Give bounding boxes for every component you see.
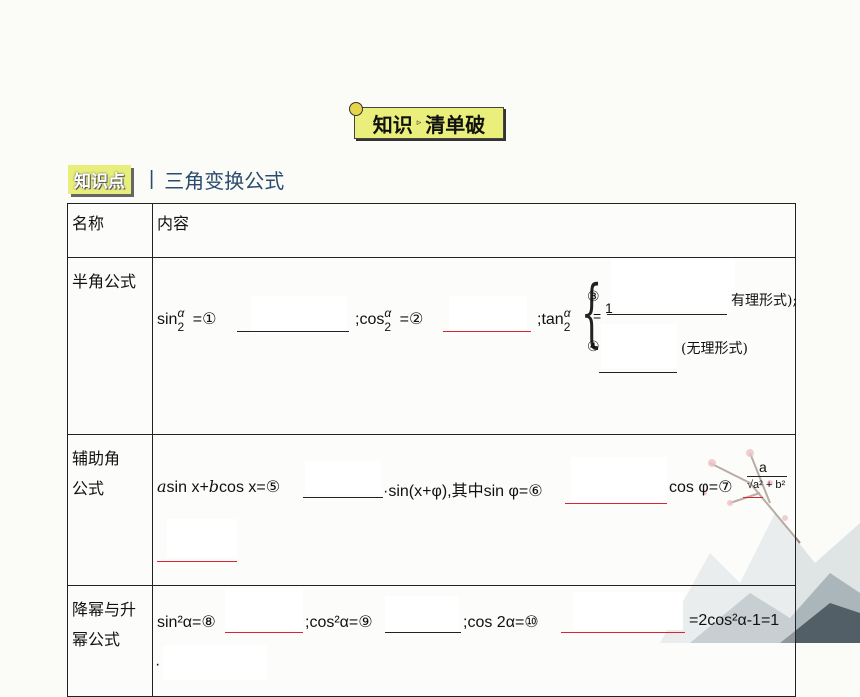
auxiliary-name: 辅助角 公式 bbox=[67, 434, 153, 586]
answer-blank-3[interactable] bbox=[611, 258, 735, 312]
power-content: sin²α=⑧ ;cos²α=⑨ ;cos 2α=⑩ =2cos²α-1=1 · bbox=[152, 585, 796, 697]
answer-blank-11[interactable] bbox=[163, 646, 267, 680]
cos-phi-text: cos φ=⑦ bbox=[669, 479, 733, 496]
irrational-form-note: (无理形式) bbox=[681, 341, 748, 357]
answer-blank-4[interactable] bbox=[601, 324, 677, 368]
power-name-line1: 降幂与升 bbox=[72, 602, 137, 619]
sin-text: sin bbox=[157, 311, 178, 329]
answer-blank-9[interactable] bbox=[385, 596, 459, 632]
badge-left-text: 知识 bbox=[372, 112, 413, 137]
answer-line-8 bbox=[225, 632, 303, 633]
frac-num: α bbox=[563, 306, 571, 320]
cos2a-text: ;cos 2α=⑩ bbox=[463, 614, 539, 631]
frac-7-bar bbox=[747, 476, 787, 477]
answer-line-7 bbox=[743, 497, 763, 498]
table-header-row: 名称 内容 bbox=[67, 203, 796, 258]
answer-line-2 bbox=[443, 331, 531, 332]
answer-blank-10[interactable] bbox=[573, 592, 683, 630]
badge-right-text: 清单破 bbox=[425, 112, 486, 137]
continuation-dot: · bbox=[155, 656, 161, 673]
power-name: 降幂与升 幂公式 bbox=[67, 585, 153, 697]
answer-line-3 bbox=[607, 314, 727, 315]
frac-den: 2 bbox=[384, 320, 392, 334]
section-title: 三角变换公式 bbox=[164, 168, 285, 193]
auxiliary-name-line1: 辅助角 bbox=[72, 451, 121, 468]
frac-7-num: a bbox=[759, 459, 767, 475]
knowledge-point-tag: 知识点 bbox=[68, 164, 131, 194]
answer-blank-8[interactable] bbox=[225, 588, 303, 630]
header-name: 名称 bbox=[67, 203, 153, 258]
frac-den: 2 bbox=[563, 320, 571, 334]
var-b: b bbox=[208, 477, 220, 496]
answer-blank-6[interactable] bbox=[571, 457, 667, 503]
header-content: 内容 bbox=[152, 203, 796, 258]
answer-line-6 bbox=[565, 503, 667, 504]
answer-line-5 bbox=[303, 497, 383, 498]
circle-4: ④ bbox=[587, 338, 600, 354]
section-header-badge: 知识 ▹ 清单破 bbox=[349, 102, 504, 139]
tan-eq: = bbox=[593, 308, 602, 324]
answer-line-4 bbox=[599, 372, 677, 373]
circle-1: =① bbox=[192, 311, 217, 329]
one-numerator: 1 bbox=[605, 300, 613, 316]
answer-line-10 bbox=[561, 632, 685, 633]
sin-sq-text: sin²α=⑧ bbox=[157, 614, 216, 631]
lightbulb-icon bbox=[349, 102, 363, 116]
table-row-auxiliary-angle: 辅助角 公式 asin x+bcos x=⑤ ·sin(x+φ),其中sin φ… bbox=[67, 434, 796, 586]
cos-text: ;cos bbox=[355, 311, 385, 329]
answer-blank-7[interactable] bbox=[167, 519, 237, 557]
tan-text: ;tan bbox=[537, 311, 564, 329]
var-a: a bbox=[157, 477, 167, 496]
cos-x-text: cos x=⑤ bbox=[219, 479, 281, 496]
left-brace: { bbox=[581, 270, 603, 356]
frac-den: 2 bbox=[177, 320, 185, 334]
answer-line-7b bbox=[157, 561, 237, 562]
cos-sq-text: ;cos²α=⑨ bbox=[305, 614, 373, 631]
frac-7-den: √a² + b² bbox=[747, 479, 786, 491]
tail-text: =2cos²α-1=1 bbox=[689, 612, 780, 629]
frac-7-den-text: a² + b² bbox=[753, 479, 786, 491]
knowledge-point-heading: 知识点 | 三角变换公式 bbox=[68, 164, 285, 194]
answer-blank-5[interactable] bbox=[305, 461, 381, 495]
frac-num: α bbox=[177, 306, 185, 320]
circle-2: =② bbox=[399, 311, 424, 329]
answer-line-1 bbox=[237, 331, 349, 332]
auxiliary-name-line2: 公式 bbox=[72, 481, 105, 498]
answer-line-9 bbox=[385, 632, 461, 633]
aux-expr-start: asin x+bcos x=⑤ bbox=[157, 477, 280, 497]
triangle-icon: ▹ bbox=[416, 118, 422, 128]
heading-divider: | bbox=[149, 167, 155, 190]
half-angle-name: 半角公式 bbox=[67, 257, 153, 435]
answer-blank-1[interactable] bbox=[251, 296, 347, 334]
aux-expr-mid: ·sin(x+φ),其中sin φ=⑥ bbox=[383, 483, 543, 500]
rational-form-note: 有理形式); bbox=[731, 293, 798, 309]
frac-num: α bbox=[384, 306, 392, 320]
auxiliary-content: asin x+bcos x=⑤ ·sin(x+φ),其中sin φ=⑥ cos … bbox=[152, 434, 796, 586]
answer-blank-2[interactable] bbox=[449, 296, 527, 334]
table-row-power-reduction: 降幂与升 幂公式 sin²α=⑧ ;cos²α=⑨ ;cos 2α=⑩ =2co… bbox=[67, 585, 796, 697]
circle-3: ③ bbox=[587, 288, 600, 304]
sin-x-text: sin x+ bbox=[166, 479, 209, 496]
power-name-line2: 幂公式 bbox=[72, 632, 121, 649]
